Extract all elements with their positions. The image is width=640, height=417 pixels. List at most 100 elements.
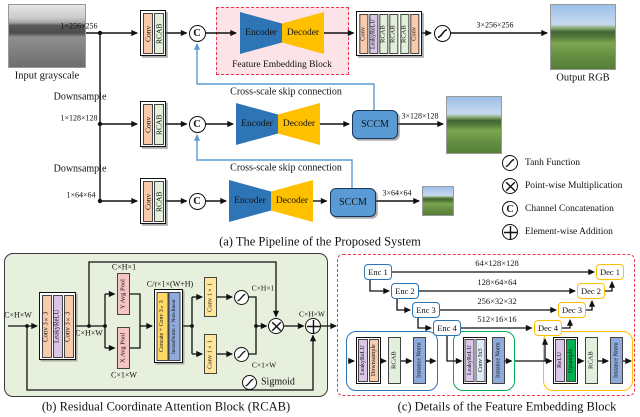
dec4-box: Dec 4 (534, 320, 562, 336)
feb-dim-2: 128×64×64 (477, 277, 517, 287)
concat-symbol: C (193, 118, 201, 130)
multiply-legend-icon (502, 178, 518, 194)
concate-conv-box: Concate + Conv 3×3 (156, 291, 168, 361)
concat-symbol: C (193, 27, 201, 39)
tail-stack-row1: Conv LeakyReLU RCAB RCAB RCAB Conv (356, 11, 422, 56)
rcab-box: RCAB (379, 13, 389, 54)
output-rgb-image (550, 4, 616, 70)
tanh-legend-label: Tanh Function (525, 158, 581, 168)
downsample-box: Downsample (369, 339, 379, 382)
concat-legend-icon: C (502, 201, 518, 217)
enc-block-pair: LeakyReLU Downsample (356, 337, 381, 384)
tanh-legend-icon (502, 155, 518, 171)
feature-embedding-block-label: Feature Embedding Block (232, 60, 332, 70)
x-avg-pool-box: X Avg Pool (117, 327, 130, 369)
dec3-label: Dec 3 (561, 305, 583, 315)
rcab-dim-y: C×H×1 (111, 262, 137, 272)
instance-norm-box: Instance Norm (492, 337, 505, 384)
multiply-node (268, 318, 284, 334)
head-stack-row3: Conv RCAB (140, 178, 166, 224)
instanorm-box: InstanNorm + Non-linear (169, 291, 181, 361)
conv3x3-box: Conv 3×3 (41, 294, 52, 358)
rcab-box: RCAB (399, 13, 410, 54)
skip-label-2: Cross-scale skip connection (230, 162, 342, 174)
dim-output-1: 3×256×256 (476, 20, 514, 30)
sccm-label: SCCM (339, 197, 367, 208)
rcab-dim-mid: C×H×W (75, 328, 103, 338)
caption-b: (b) Residual Coordinate Attention Block … (41, 399, 291, 414)
rcab-dim-sig-top: C×H×1 (251, 283, 275, 293)
rcab-dim-out: C×H×W (299, 309, 325, 319)
instance-norm-box: Instance Norm (413, 337, 426, 384)
feb-dim-1: 64×128×128 (475, 258, 519, 268)
leakyrelu-box: LeakyReLU (52, 294, 63, 358)
dec3-box: Dec 3 (558, 302, 586, 318)
add-legend-label: Element-wise Addition (525, 227, 613, 237)
enc2-box: Enc 2 (391, 283, 419, 299)
input-grayscale-image (8, 4, 86, 68)
rcab-conv-stack: Conv 3×3 LeakyReLU Conv 3×3 (39, 292, 76, 360)
relu-box: ReLU (555, 339, 565, 382)
concat-node-row2: C (188, 115, 206, 133)
sccm-box-row3: SCCM (330, 188, 376, 217)
head-stack-row1: Conv RCAB (140, 10, 166, 56)
output-caption: Output RGB (556, 72, 610, 84)
decoder-label-row1: Decoder (286, 28, 320, 38)
dec-block-pair: ReLU Upsample (553, 337, 578, 384)
bottleneck-pair: LeakyReLU Conv 3x3 (463, 337, 487, 384)
multiply-legend-label: Point-wise Multiplication (525, 181, 623, 191)
enc1-box: Enc 1 (364, 264, 392, 280)
output-image-scale2 (446, 96, 502, 154)
encoder-label-row3: Encoder (234, 196, 266, 206)
sigmoid-icon-bottom (233, 346, 249, 362)
dec1-label: Dec 1 (599, 267, 621, 277)
leakyrelu-box: LeakyReLU (358, 339, 368, 382)
rcab-dim-x: C×1×W (111, 370, 137, 380)
leakyrelu-box: LeakyReLU (368, 13, 379, 54)
dec2-label: Dec 2 (580, 286, 602, 296)
rcab-box: RCAB (153, 103, 164, 145)
rcab-dim-sig-bottom: C×1×W (251, 360, 277, 370)
sigmoid-legend-icon (241, 374, 257, 390)
dim-input-1: 1×256×256 (60, 21, 98, 31)
feb-dim-4: 512×16×16 (477, 314, 517, 324)
head-stack-row2: Conv RCAB (140, 101, 166, 147)
rcab-box: RCAB (153, 180, 164, 222)
conv-box: Conv (142, 103, 153, 145)
enc4-box: Enc 4 (433, 320, 461, 336)
concat-node-row3: C (188, 192, 206, 210)
skip-label-1: Cross-scale skip connection (230, 86, 342, 98)
dec2-box: Dec 2 (577, 283, 605, 299)
dec4-label: Dec 4 (537, 323, 559, 333)
sigmoid-legend-label: Sigmoid (261, 376, 295, 388)
conv3x3-box: Conv 3x3 (475, 339, 485, 382)
tanh-icon (433, 24, 451, 42)
rcab-box: RCAB (585, 337, 598, 384)
enc3-label: Enc 3 (416, 305, 436, 315)
input-caption: Input grayscale (14, 70, 80, 82)
sccm-label: SCCM (361, 119, 389, 130)
downsample-label-1: Downsample (53, 91, 107, 103)
upsample-box: Upsample (566, 339, 576, 382)
sccm-box-row2: SCCM (352, 110, 398, 139)
rcab-dim-in: C×H×W (4, 310, 32, 320)
enc1-label: Enc 1 (368, 267, 388, 277)
conv-box: Conv (142, 12, 153, 54)
dim-input-3: 1×64×64 (66, 190, 96, 200)
rcab-box: RCAB (153, 12, 164, 54)
leakyrelu-box: LeakyReLU (465, 339, 475, 382)
encoder-label-row2: Encoder (241, 119, 273, 129)
rcab-dim-concat: C/r×1×(W+H) (146, 279, 194, 289)
caption-c: (c) Details of the Feature Embedding Blo… (397, 399, 617, 414)
conv-box: Conv (358, 13, 368, 54)
conv1x1-bottom-box: Conv 1×1 (204, 334, 217, 374)
enc3-box: Enc 3 (412, 302, 440, 318)
concat-symbol: C (506, 203, 514, 215)
sigmoid-icon-top (233, 289, 249, 305)
rcab-box: RCAB (389, 13, 399, 54)
dim-input-2: 1×128×128 (60, 113, 98, 123)
dim-output-2: 3×128×128 (401, 111, 439, 121)
conv-box: Conv (142, 180, 153, 222)
concat-node-row1: C (188, 24, 206, 42)
